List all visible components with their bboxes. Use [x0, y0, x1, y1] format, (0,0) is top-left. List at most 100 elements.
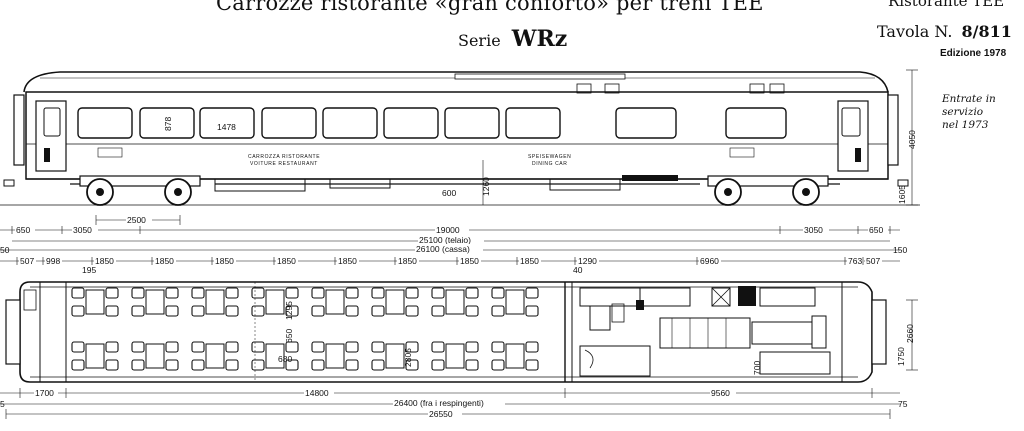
dining-table	[385, 343, 405, 369]
dining-chair	[405, 341, 419, 353]
dining-chair	[225, 287, 239, 299]
emblem-left	[97, 147, 123, 158]
plate-number: 8/811	[961, 22, 1012, 41]
right-end-margin-label: 150	[893, 245, 907, 255]
roof-vent	[454, 73, 626, 80]
dining-table	[205, 343, 225, 369]
left-vestibule-locker	[23, 289, 37, 311]
right-bogie	[707, 175, 829, 206]
left-door-window	[43, 107, 61, 137]
left-bogie	[79, 175, 201, 206]
dining-chair	[311, 305, 325, 317]
dining-chair	[345, 287, 359, 299]
right-door-window	[841, 107, 861, 137]
plate-line: Tavola N. 8/811	[877, 22, 1012, 41]
category-label: Ristorante TEE	[888, 0, 1005, 10]
dining-chair	[191, 305, 205, 317]
bay-segment-label: 763	[848, 256, 862, 266]
dining-chair	[285, 287, 299, 299]
side-window	[725, 107, 787, 139]
dining-chair	[131, 287, 145, 299]
overhang-right-label: 650	[869, 225, 883, 235]
side-windows	[77, 107, 787, 139]
dining-chair	[431, 341, 445, 353]
seat-spacing-label: 1295	[284, 301, 294, 320]
left-gangway-bellows	[13, 94, 25, 166]
dining-chair	[191, 287, 205, 299]
equipment-box-2	[329, 178, 391, 189]
kitchen-aisle-label: 700	[752, 361, 762, 375]
equipment-box-1	[214, 178, 306, 192]
body-length-label: 26100 (cassa)	[416, 244, 470, 254]
dining-chair	[71, 341, 85, 353]
dining-chair	[191, 341, 205, 353]
right-door-handle	[855, 148, 861, 162]
overall-length-label: 26550	[429, 409, 453, 419]
right-buffer	[897, 179, 909, 187]
step-height-label: 600	[442, 188, 456, 198]
bogie-offset-left-label: 3050	[73, 225, 92, 235]
right-gangway	[871, 299, 887, 365]
dining-chair	[285, 341, 299, 353]
side-window	[615, 107, 677, 139]
side-window	[322, 107, 378, 139]
dining-chair	[491, 287, 505, 299]
dining-chair	[225, 341, 239, 353]
bay-segment-label: 1850	[95, 256, 114, 266]
bogie-offset-right-label: 3050	[804, 225, 823, 235]
dining-chair	[371, 305, 385, 317]
end-left-label: 1700	[35, 388, 54, 398]
battery-box	[622, 175, 678, 181]
dining-chair	[225, 359, 239, 371]
inner-width-label: 2805	[403, 348, 413, 367]
dining-chair	[105, 305, 119, 317]
dining-chair	[491, 341, 505, 353]
bogie-spacing-label: 19000	[436, 225, 460, 235]
dining-chair	[371, 287, 385, 299]
kitchen-length-label: 9560	[711, 388, 730, 398]
aisle-width-label: 650	[284, 329, 294, 343]
dining-length-label: 14800	[305, 388, 329, 398]
dining-chair	[405, 305, 419, 317]
frame-length-label: 25100 (telaio)	[419, 235, 471, 245]
overhang-left-label: 650	[16, 225, 30, 235]
gangway-width-label: 1750	[896, 347, 906, 366]
bay-segment-label: 1850	[460, 256, 479, 266]
dining-chair	[105, 359, 119, 371]
dining-table	[85, 343, 105, 369]
plate-prefix: Tavola N.	[877, 22, 953, 41]
series-code: WRz	[511, 26, 568, 52]
bay-segment-label: 507	[866, 256, 880, 266]
partition-label: 40	[573, 265, 583, 275]
dining-chair	[251, 287, 265, 299]
dining-chair	[431, 359, 445, 371]
side-window	[139, 107, 195, 139]
plan-view: 1295 650 680 2805 700 2660 1750	[5, 281, 918, 383]
dining-chair	[311, 287, 325, 299]
dining-chair	[311, 341, 325, 353]
kitchen-layout	[579, 286, 831, 377]
dining-chair	[371, 341, 385, 353]
bay-segment-label: 1850	[338, 256, 357, 266]
total-height-label: 4050	[907, 130, 917, 149]
bay-segment-label: 1850	[155, 256, 174, 266]
dining-chair	[191, 359, 205, 371]
dining-table	[205, 289, 225, 315]
side-window	[261, 107, 317, 139]
side-window	[383, 107, 439, 139]
dining-chair	[71, 305, 85, 317]
dining-chair	[371, 359, 385, 371]
car-label-right-1: SPEISEWAGEN	[528, 154, 571, 160]
dining-table	[145, 343, 165, 369]
body-width-label: 2660	[905, 324, 915, 343]
dining-chair	[131, 359, 145, 371]
dining-table	[325, 289, 345, 315]
emblem-right	[729, 147, 755, 158]
dining-chair	[71, 287, 85, 299]
dining-chair	[71, 359, 85, 371]
left-buffer	[3, 179, 15, 187]
bay-segment-label: 1850	[520, 256, 539, 266]
dining-table	[445, 289, 465, 315]
equipment-box-3	[549, 178, 621, 191]
